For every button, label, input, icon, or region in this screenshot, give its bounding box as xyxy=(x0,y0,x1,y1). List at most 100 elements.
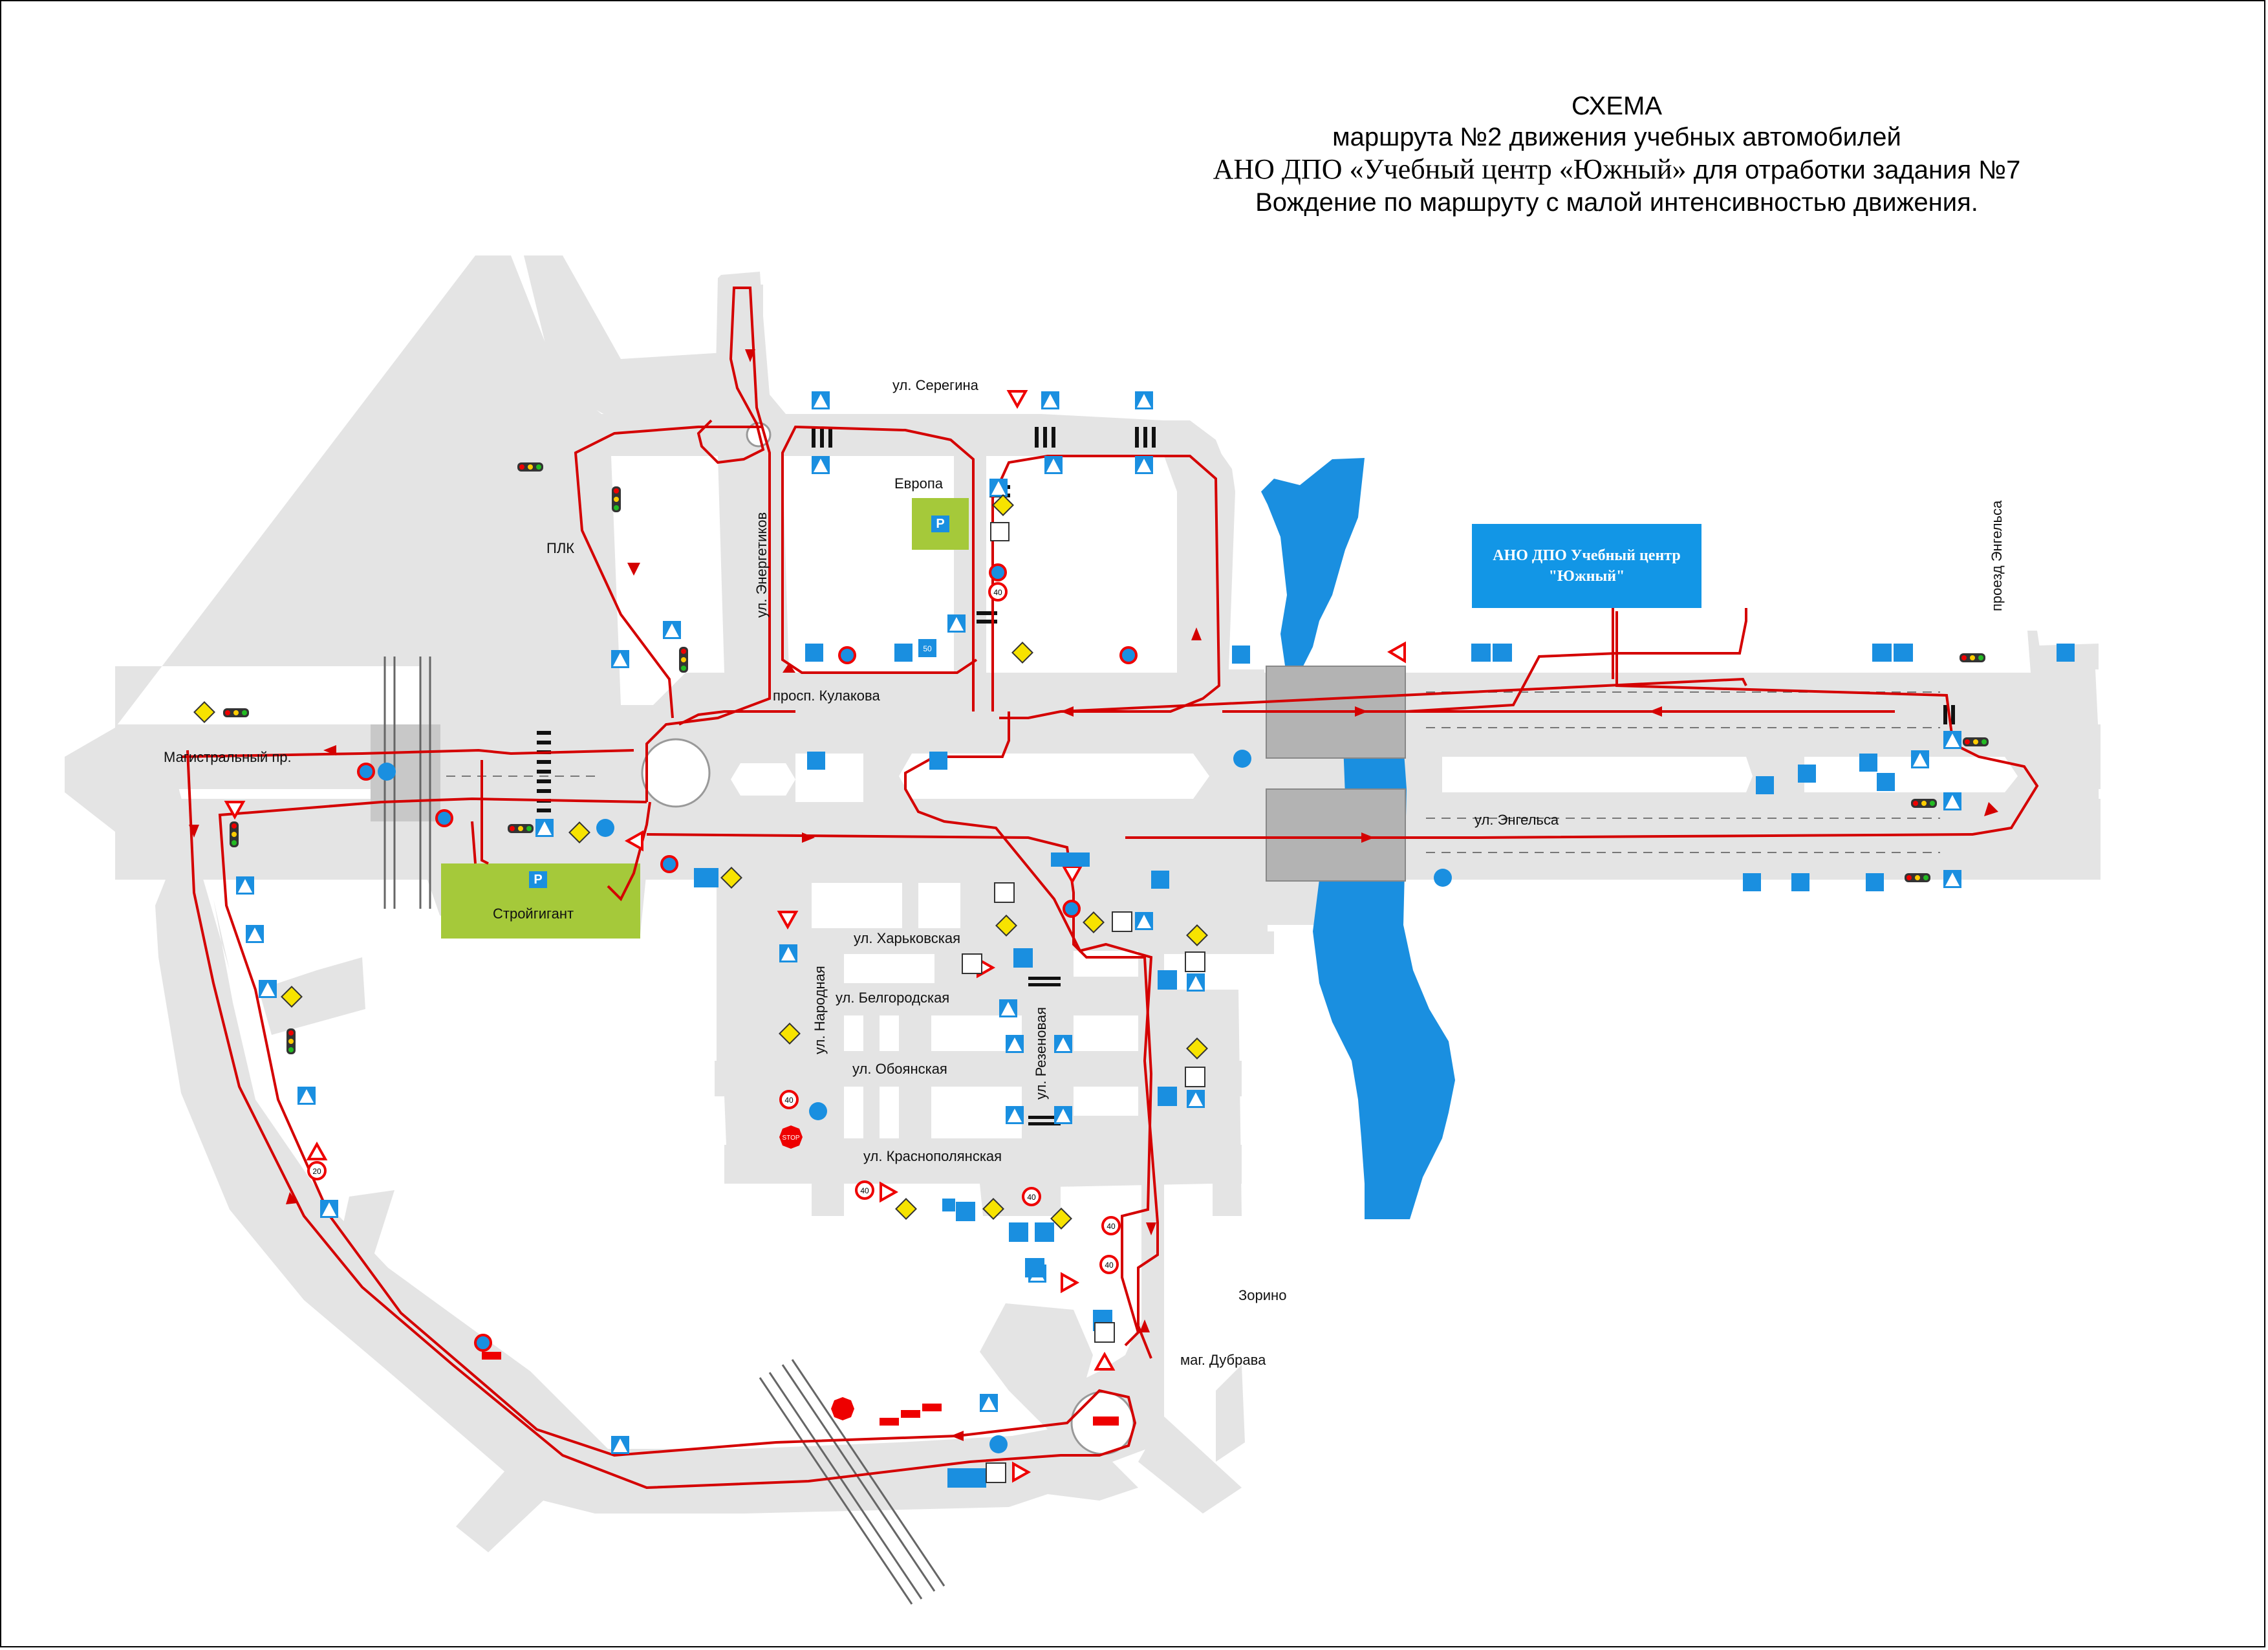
traffic-signs: 40 20 40 40 40 40 40 50 STOP xyxy=(193,390,2075,1488)
roundabout-west-island xyxy=(641,738,711,808)
traffic-light-icon xyxy=(223,708,249,717)
svg-text:40: 40 xyxy=(784,1096,794,1105)
yield-sign-icon xyxy=(224,390,1406,1483)
title-rest: для отработки задания №7 xyxy=(1686,156,2021,184)
traffic-light-icon xyxy=(612,486,621,512)
pedestrian-crossing-sign-icon xyxy=(1135,912,1153,930)
school-name-line-1: АНО ДПО Учебный центр xyxy=(1493,547,1681,564)
pedestrian-crossing-sign-icon xyxy=(663,621,681,639)
pedestrian-crossing-sign-icon xyxy=(246,925,264,943)
parking-sign-icon: P xyxy=(529,871,547,888)
traffic-light-icon xyxy=(230,821,239,847)
pedestrian-crossing-sign-icon xyxy=(1943,870,1961,888)
pedestrian-crossing-sign-icon xyxy=(1911,750,1929,768)
title-org: АНО ДПО «Учебный центр «Южный» xyxy=(1213,153,1687,185)
traffic-light-icon xyxy=(1911,799,1937,808)
label-reznovaya: ул. Резеновая xyxy=(1033,1006,1049,1100)
pedestrian-crossing-sign-icon xyxy=(259,980,277,998)
pedestrian-crossing-sign-icon xyxy=(1041,391,1059,409)
svg-text:40: 40 xyxy=(860,1186,869,1195)
pedestrian-crossing-sign-icon xyxy=(812,391,830,409)
label-proezd-engelsa: проезд Энгельса xyxy=(1989,500,2005,611)
railway-crossing-icon xyxy=(962,522,1205,1483)
pedestrian-crossing-sign-icon xyxy=(980,1394,998,1412)
pedestrian-crossing-sign-icon xyxy=(1054,1035,1072,1053)
svg-text:40: 40 xyxy=(1107,1222,1116,1231)
main-road-sign-icon xyxy=(193,494,1208,1230)
label-belgorodskaya: ул. Белгородская xyxy=(836,990,950,1006)
pedestrian-crossing-sign-icon xyxy=(1135,456,1153,474)
pedestrian-crossing-sign-icon xyxy=(535,819,554,837)
pedestrian-crossing-sign-icon xyxy=(1044,456,1063,474)
speed-limit-sign-icon: 40 20 40 40 40 40 40 50 xyxy=(307,582,1250,1274)
pedestrian-crossing-sign-icon xyxy=(236,876,254,895)
crosswalks xyxy=(537,427,1955,1125)
pedestrian-crossing-sign-icon xyxy=(779,944,797,962)
title-line-3: АНО ДПО «Учебный центр «Южный» для отраб… xyxy=(1067,153,2166,187)
label-seregina: ул. Серегина xyxy=(892,377,978,393)
pedestrian-crossing-sign-icon xyxy=(947,614,966,633)
parking-sign-icon: P xyxy=(931,516,949,532)
pedestrian-crossing-sign-icon xyxy=(1943,792,1961,810)
title-line-1: СХЕМА xyxy=(1571,92,1662,120)
railway-crossing-icon xyxy=(482,1352,1119,1426)
title-line-2: маршрута №2 движения учебных автомобилей xyxy=(1332,123,1901,151)
svg-text:40: 40 xyxy=(1105,1261,1114,1270)
pedestrian-crossing-sign-icon xyxy=(1054,1106,1072,1124)
pedestrian-crossing-sign-icon xyxy=(611,1436,629,1454)
traffic-light-icon xyxy=(286,1028,296,1054)
pedestrian-crossing-sign-icon xyxy=(999,999,1017,1017)
pedestrian-crossing-sign-icon xyxy=(1006,1035,1024,1053)
svg-text:40: 40 xyxy=(993,588,1002,597)
u-turn-sign-icon xyxy=(805,644,2075,891)
traffic-light-icon xyxy=(1963,737,1989,746)
city-blocks xyxy=(611,456,2018,1138)
pedestrian-crossing-sign-icon xyxy=(320,1200,338,1218)
svg-text:20: 20 xyxy=(312,1167,321,1176)
label-narodnaya: ул. Народная xyxy=(812,966,828,1054)
label-oboyanskaya: ул. Обоянская xyxy=(852,1061,947,1077)
lane-markings xyxy=(446,691,1940,853)
label-energetikov: ул. Энергетиков xyxy=(753,512,770,618)
pedestrian-crossing-sign-icon xyxy=(1006,1106,1024,1124)
traffic-light-icon xyxy=(679,647,688,673)
traffic-light-icon xyxy=(1905,873,1930,882)
roundabout-sign-icon xyxy=(378,750,1452,1453)
traffic-light-icon xyxy=(508,824,534,833)
svg-text:50: 50 xyxy=(923,644,932,653)
label-zorino: Зорино xyxy=(1238,1287,1287,1303)
pedestrian-crossing-sign-icon xyxy=(812,456,830,474)
pedestrian-crossing-sign-icon xyxy=(1943,731,1961,749)
pedestrian-crossing-sign-icon xyxy=(989,479,1008,497)
label-kulakova: просп. Кулакова xyxy=(773,688,880,704)
label-kharkovskaya: ул. Харьковская xyxy=(854,930,960,946)
traffic-light-icon xyxy=(517,462,543,472)
bridge-south xyxy=(1266,788,1406,882)
no-stopping-sign-icon xyxy=(357,563,1138,1352)
svg-text:40: 40 xyxy=(1027,1193,1036,1202)
label-krasnopolyanskaya: ул. Краснополянская xyxy=(863,1148,1002,1164)
label-engelsa: ул. Энгельса xyxy=(1474,812,1559,828)
pedestrian-crossing-sign-icon xyxy=(611,650,629,668)
traffic-light-icon xyxy=(1960,653,1985,662)
label-magistralny: Магистральный пр. xyxy=(164,749,292,765)
svg-text:STOP: STOP xyxy=(782,1134,799,1142)
driving-school-box: АНО ДПО Учебный центр "Южный" xyxy=(1472,524,1701,608)
school-pointer xyxy=(1612,608,1614,679)
label-plk: ПЛК xyxy=(546,540,575,556)
school-name-line-2: "Южный" xyxy=(1548,568,1625,585)
label-stroygigant: Стройгигант xyxy=(493,906,574,922)
training-route xyxy=(180,287,2039,1490)
pedestrian-crossing-sign-icon xyxy=(1187,1090,1205,1108)
label-evropa: Европа xyxy=(894,475,943,492)
title-line-4: Вождение по маршруту с малой интенсивнос… xyxy=(1255,188,1978,217)
map-title: СХЕМА маршрута №2 движения учебных автом… xyxy=(1067,91,2166,218)
pedestrian-crossing-sign-icon xyxy=(297,1087,316,1105)
pedestrian-crossing-sign-icon xyxy=(1135,391,1153,409)
route-arrows xyxy=(189,349,1998,1441)
label-dubrava: маг. Дубрава xyxy=(1180,1352,1266,1368)
stop-sign-icon: STOP xyxy=(779,1125,854,1420)
road-network xyxy=(65,255,2101,1552)
